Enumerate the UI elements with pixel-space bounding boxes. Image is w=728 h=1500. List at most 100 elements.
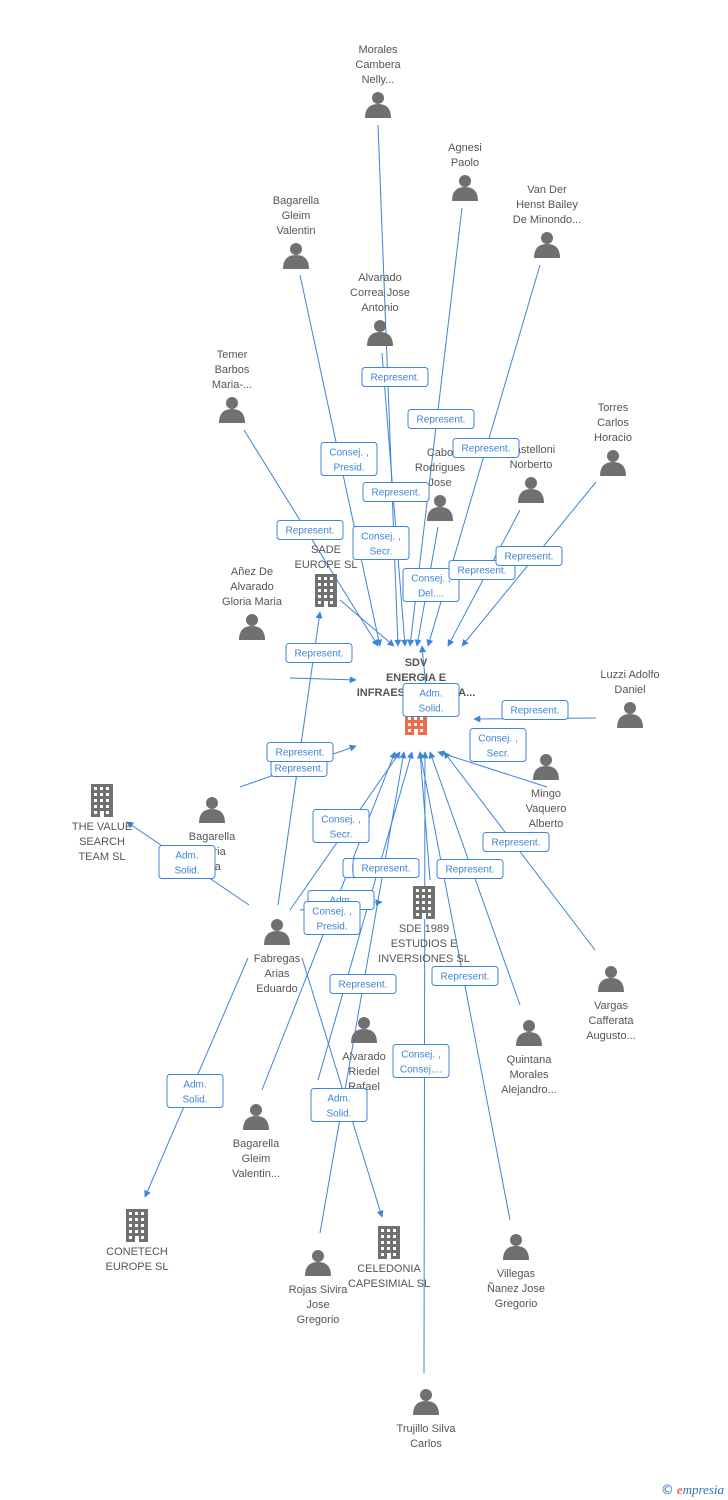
node-label-line: Carlos	[410, 1438, 442, 1450]
relation-label-quintana-sdv[interactable]: Represent.	[436, 859, 504, 879]
node-label-line: Gregorio	[297, 1314, 340, 1326]
node-quintana[interactable]: QuintanaMoralesAlejandro...	[501, 1020, 557, 1096]
relation-label-text: Represent.	[372, 488, 421, 499]
person-icon	[516, 1020, 542, 1046]
node-morales[interactable]: MoralesCamberaNelly...	[355, 44, 401, 118]
building-icon	[315, 574, 337, 607]
node-bagarella3[interactable]: BagarellaGleimValentin...	[232, 1104, 280, 1180]
node-label-line: Torres	[598, 402, 629, 414]
relation-label-sdv-luzzi[interactable]: Adm.Solid.	[402, 683, 460, 717]
relation-label-text: Secr.	[370, 547, 393, 558]
relation-label-text: Adm.	[175, 851, 198, 862]
relation-label-vargas-sdv[interactable]: Represent.	[482, 832, 550, 852]
person-icon	[452, 175, 478, 201]
node-label-line: Van Der	[527, 184, 567, 196]
relation-label-alvaradocorrea-sdv[interactable]: Represent.	[362, 482, 430, 502]
relation-label-sade-sdv[interactable]: Consej. ,Secr.	[352, 526, 410, 560]
node-label-line: CONETECH	[106, 1246, 168, 1258]
node-label-line: Fabregas	[254, 953, 301, 965]
relation-label-text: Consej. ,	[321, 815, 360, 826]
relation-label-fabregas-conetech[interactable]: Adm.Solid.	[166, 1074, 224, 1108]
person-icon	[503, 1234, 529, 1260]
relation-label-vanderhenst-sdv[interactable]: Represent.	[452, 438, 520, 458]
relation-label-text: Consej....	[400, 1065, 442, 1076]
relation-label-text: Represent.	[462, 444, 511, 455]
relation-label-cabo-sdv[interactable]: Consej. , Del....	[402, 568, 460, 602]
relation-label-fabregas-valuesearch[interactable]: Adm.Solid.	[158, 845, 216, 879]
relation-label-fabregas-sdv[interactable]: Consej. ,Secr.	[312, 809, 370, 843]
relation-label-text: Represent.	[446, 865, 495, 876]
person-icon	[305, 1250, 331, 1276]
node-label-line: Correa Jose	[350, 287, 410, 299]
relation-label-bagarella1-sdv[interactable]: Consej. ,Presid.	[320, 442, 378, 476]
node-label-line: CELEDONIA	[357, 1263, 421, 1275]
node-label-line: Morales	[509, 1069, 549, 1081]
relation-label-agnesi-sdv[interactable]: Represent.	[407, 409, 475, 429]
relation-label-torres-sdv[interactable]: Represent.	[495, 546, 563, 566]
node-label-line: Gregorio	[495, 1298, 538, 1310]
node-label-line: Trujillo Silva	[397, 1423, 457, 1435]
node-conetech[interactable]: CONETECH EUROPE SL	[106, 1209, 169, 1273]
node-label-line: EUROPE SL	[106, 1261, 169, 1273]
relation-edge-sdv-luzzi	[419, 645, 427, 689]
relation-label-text: Presid.	[333, 463, 364, 474]
node-vargas[interactable]: VargasCafferataAugusto...	[586, 966, 636, 1042]
relation-label-anez-sdv[interactable]: Represent.	[285, 643, 353, 663]
person-icon	[427, 495, 453, 521]
node-label-line: Villegas	[497, 1268, 536, 1280]
relation-label-text: Del....	[418, 589, 444, 600]
relation-label-text: Consej. ,	[411, 574, 450, 585]
relation-label-text: Represent.	[276, 748, 325, 759]
relation-label-text: Represent.	[441, 972, 490, 983]
node-label-line: Mingo	[531, 788, 561, 800]
relation-label-villegas-sdv[interactable]: Represent.	[431, 966, 499, 986]
relation-edge-sade-sdv	[339, 599, 395, 647]
relation-label-morales-sdv[interactable]: Represent.	[361, 367, 429, 387]
relation-label-text: Adm.	[419, 689, 442, 700]
relation-label-trujillo-sdv[interactable]: Consej. ,Consej....	[392, 1044, 450, 1078]
relation-label-text: Represent.	[505, 552, 554, 563]
node-label-line: Gloria Maria	[222, 596, 283, 608]
relation-label-temer-sdv[interactable]: Represent.	[276, 520, 344, 540]
relation-label-fabregas-celedonia[interactable]: Adm.Solid.	[310, 1088, 368, 1122]
relation-label-text: Represent.	[286, 526, 335, 537]
node-label-line: Bagarella	[189, 831, 236, 843]
node-label-line: Morales	[358, 44, 398, 56]
node-temer[interactable]: TemerBarbosMaria-...	[212, 349, 252, 423]
relation-label-bagarella3-sdv[interactable]: Represent.	[329, 974, 397, 994]
brand-logo-initial: e	[676, 1482, 683, 1497]
copyright-symbol: ©	[660, 1482, 674, 1498]
relation-label-rojas-sdv[interactable]: Represent.	[266, 742, 334, 762]
node-label-line: Norberto	[510, 459, 553, 471]
relation-label-text: Solid.	[326, 1109, 351, 1120]
node-label-line: Henst Bailey	[516, 199, 578, 211]
relation-label-text: Represent.	[458, 566, 507, 577]
relation-label-alvaradoriedel-sdv[interactable]: Consej. ,Presid.	[303, 901, 361, 935]
relation-label-sde1989-sdv[interactable]: Represent.	[352, 858, 420, 878]
building-icon	[413, 886, 435, 919]
relation-label-text: Secr.	[487, 749, 510, 760]
relation-label-text: Represent.	[362, 864, 411, 875]
node-label-line: Gleim	[242, 1153, 271, 1165]
relation-label-luzzi-sdv[interactable]: Represent.	[501, 700, 569, 720]
relation-label-mingo-sdv[interactable]: Consej. ,Secr.	[469, 728, 527, 762]
